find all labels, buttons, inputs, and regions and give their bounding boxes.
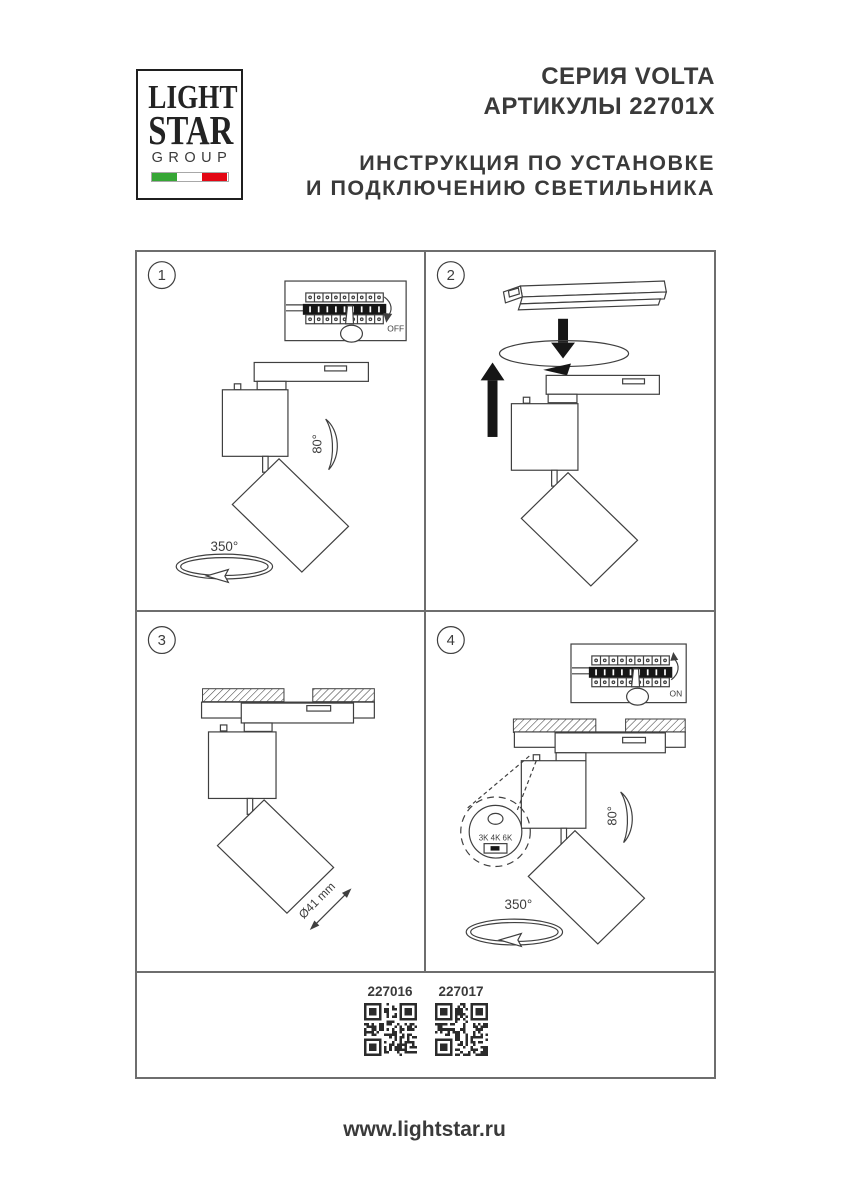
step-badge: 3 <box>147 626 176 655</box>
insert-arrow-icon <box>551 318 575 359</box>
title-line-1: ИНСТРУКЦИЯ ПО УСТАНОВКЕ <box>359 151 715 175</box>
ceiling-hatch <box>512 718 686 733</box>
pointing-hand-icon <box>339 305 364 343</box>
breaker-inset-on: ON <box>570 643 687 706</box>
fixture-drawing <box>221 361 369 573</box>
on-label: ON <box>670 689 683 699</box>
off-label: OFF <box>387 324 404 334</box>
step-badge: 1 <box>147 261 176 290</box>
title-line-2: И ПОДКЛЮЧЕНИЮ СВЕТИЛЬНИКА <box>306 176 715 200</box>
series-name: СЕРИЯ VOLTA <box>541 63 715 90</box>
flag-green <box>151 173 177 181</box>
svg-text:350°: 350° <box>211 539 239 554</box>
header-series-block: СЕРИЯ VOLTA АРТИКУЛЫ 22701X <box>484 62 715 122</box>
qr-code <box>434 1003 488 1056</box>
breaker-inset-off: OFF <box>284 280 407 343</box>
on-arrow-icon <box>670 651 679 661</box>
svg-text:80°: 80° <box>605 806 620 826</box>
track-rail-drawing <box>502 280 668 311</box>
page-title: ИНСТРУКЦИЯ ПО УСТАНОВКЕ И ПОДКЛЮЧЕНИЮ СВ… <box>306 151 715 201</box>
svg-text:3: 3 <box>158 633 166 649</box>
color-temp-magnifier: 3K 4K 6K <box>460 754 538 868</box>
step-1-drawing: 1 <box>147 261 407 584</box>
qr-block-227016: 227016 <box>363 984 417 1056</box>
lightstar-logo: LIGHT STAR GROUP <box>136 69 243 200</box>
rotation-indicator: 350° <box>175 539 274 584</box>
step-4-drawing: 4 <box>436 626 687 948</box>
step-3-drawing: 3 <box>147 626 375 931</box>
step-badge: 4 <box>436 626 465 655</box>
qr-label: 227017 <box>438 984 484 999</box>
articles: АРТИКУЛЫ 22701X <box>483 93 715 120</box>
instruction-grid: 1 <box>135 250 716 1079</box>
logo-light: LIGHT <box>148 79 238 116</box>
mounted-fixture-drawing <box>200 701 375 914</box>
italian-flag-icon <box>150 172 229 182</box>
footer-url: www.lightstar.ru <box>343 1118 506 1141</box>
off-arrow-icon <box>383 312 393 323</box>
svg-text:2: 2 <box>447 268 455 284</box>
svg-text:80°: 80° <box>310 434 325 454</box>
lift-arrow-icon <box>480 362 505 437</box>
step-4-panel: 4 <box>426 612 714 973</box>
flag-red <box>202 173 228 181</box>
rotation-indicator: 350° <box>465 897 564 948</box>
step-2-drawing: 2 <box>436 261 668 587</box>
tilt-angle-indicator: 80° <box>310 418 338 471</box>
twist-lock-indicator <box>498 340 630 376</box>
step-2-panel: 2 <box>426 252 714 612</box>
fixture-drawing <box>510 374 660 587</box>
pointing-hand-icon <box>626 668 650 706</box>
svg-text:350°: 350° <box>505 897 533 912</box>
color-temp-label: 3K 4K 6K <box>479 834 513 843</box>
step-badge: 2 <box>436 261 465 290</box>
step-3-panel: 3 <box>137 612 426 973</box>
qr-label: 227016 <box>367 984 413 999</box>
color-temp-switch-icon <box>483 843 508 854</box>
article-qr-row: 227016 227017 <box>137 973 714 1077</box>
qr-code <box>363 1003 417 1056</box>
logo-star: STAR <box>148 107 234 153</box>
svg-text:1: 1 <box>158 268 166 284</box>
mounted-fixture-drawing <box>513 731 686 945</box>
svg-text:4: 4 <box>447 633 455 649</box>
tilt-angle-indicator: 80° <box>605 791 633 844</box>
flag-white <box>176 173 203 181</box>
qr-block-227017: 227017 <box>434 984 488 1056</box>
logo-group: GROUP <box>151 150 233 166</box>
step-1-panel: 1 <box>137 252 426 612</box>
ceiling-hatch <box>202 688 375 703</box>
